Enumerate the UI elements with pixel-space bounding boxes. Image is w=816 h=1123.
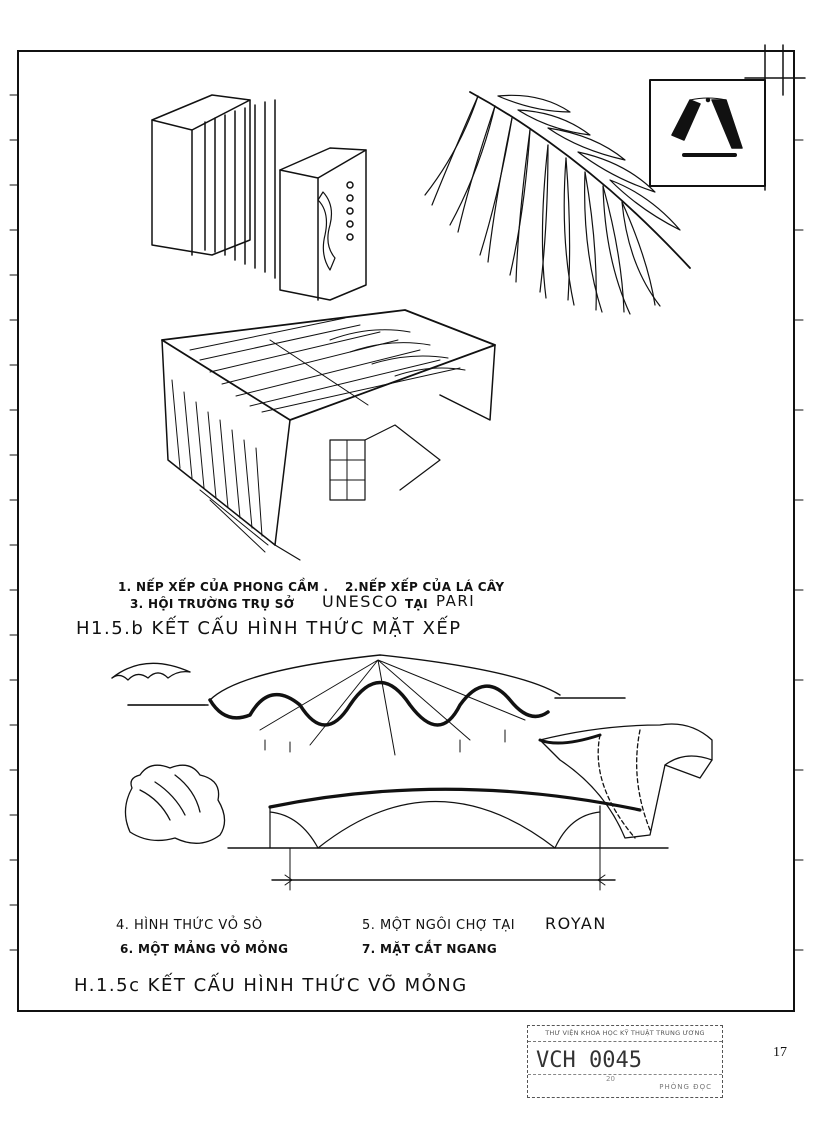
caption-4: 4. HÌNH THỨC VỎ SÒ [116, 918, 263, 933]
caption-5-royan: ROYAN [545, 914, 607, 933]
caption-3-pari: PARI [436, 592, 476, 610]
stamp-header: THƯ VIỆN KHOA HỌC KỸ THUẬT TRUNG ƯƠNG [528, 1026, 722, 1042]
corner-marks [744, 44, 806, 191]
caption-3-unesco: UNESCO [322, 592, 399, 611]
stamp-rule [528, 1074, 722, 1075]
right-edge-ticks [794, 139, 804, 951]
page-number: 17 [773, 1045, 787, 1060]
caption-7: 7. MẶT CẮT NGANG [362, 942, 498, 956]
caption-3: 3. HỘI TRƯỜNG TRỤ SỞ [130, 597, 295, 611]
caption-6: 6. MỘT MẢNG VỎ MỎNG [120, 942, 289, 956]
left-edge-ticks [9, 94, 19, 951]
library-stamp: THƯ VIỆN KHOA HỌC KỸ THUẬT TRUNG ƯƠNG VC… [527, 1025, 723, 1098]
caption-2: 2.NẾP XẾP CỦA LÁ CÂY [345, 580, 505, 594]
unesco-hall-sketch [161, 309, 496, 561]
cross-section-sketch [227, 787, 669, 891]
figure-title-b: H1.5.b KẾT CẤU HÌNH THỨC MẶT XẾP [76, 618, 462, 639]
inset-emblem [649, 79, 766, 187]
accordion-sketch [151, 94, 367, 301]
caption-1: 1. NẾP XẾP CỦA PHONG CẦM . [118, 580, 329, 594]
caption-3-tai: TẠI [405, 597, 428, 611]
figure-title-c: H.1.5c KẾT CẤU HÌNH THỨC VÕ MỎNG [74, 975, 468, 996]
page-frame [17, 50, 795, 1012]
stamp-code: VCH 0045 [536, 1048, 642, 1073]
palm-leaf-sketch [424, 91, 691, 315]
shell-sketch [111, 662, 226, 844]
stamp-sub: 20 [606, 1075, 615, 1083]
stamp-footer: PHÒNG ĐỌC [659, 1083, 712, 1091]
royan-market-sketch [127, 654, 626, 756]
caption-5: 5. MỘT NGÔI CHỢ TẠI [362, 918, 516, 933]
shell-fragment-sketch [538, 723, 713, 839]
